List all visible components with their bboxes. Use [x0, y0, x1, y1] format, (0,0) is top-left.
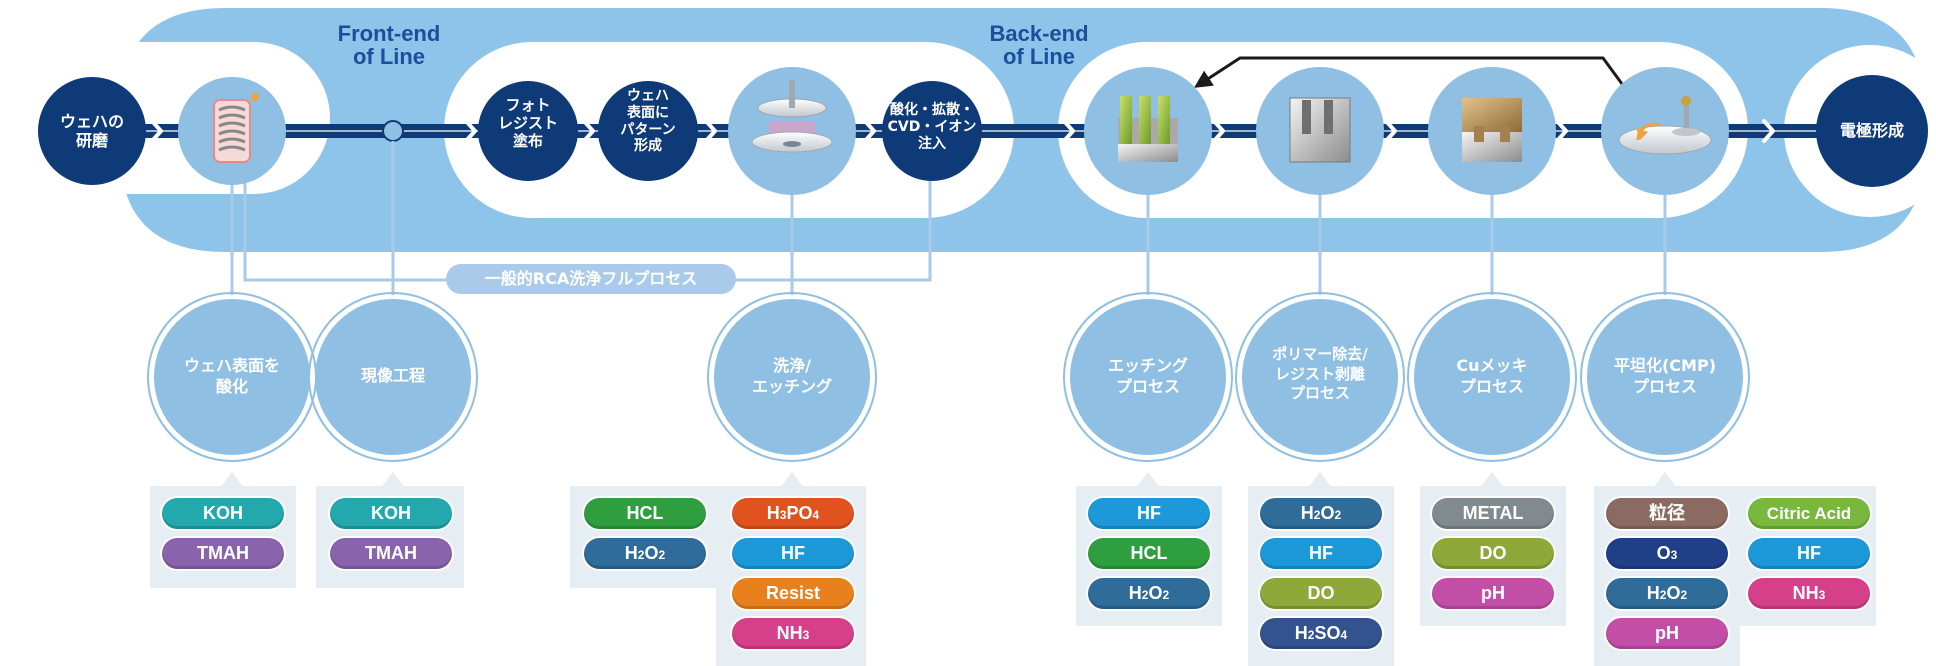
chip-clean-hf: HF	[732, 538, 854, 569]
step-electrode-label: 電極形成	[1839, 121, 1904, 140]
chip-clean-h3po4: H3PO4	[732, 498, 854, 529]
front-end-title: Front-end of Line	[337, 21, 441, 70]
chip-polymer-do: DO	[1260, 578, 1382, 609]
chip-cmp-nh3: NH3	[1748, 578, 1870, 609]
process-cmp-label: 平坦化(CMP) プロセス	[1613, 356, 1717, 396]
chip-cmp-particle: 粒径	[1606, 498, 1728, 529]
step-wafer-polish-circle	[38, 77, 146, 185]
etched-structure-icon	[1118, 96, 1178, 162]
chip-cmp-hf: HF	[1748, 538, 1870, 569]
process-circle-outlines	[147, 292, 1750, 462]
step-oxidation-label: 酸化・拡散・ CVD・イオン 注入	[887, 102, 977, 152]
process-cu-label: Cuメッキ プロセス	[1456, 356, 1528, 396]
chem-box-pointers	[220, 472, 1677, 488]
flow-arrows	[150, 119, 1775, 143]
process-oxidize-label: ウェハ表面を 酸化	[183, 356, 280, 396]
step-pattern-label: ウェハ 表面に パターン 形成	[620, 88, 676, 155]
chip-develop-tmah: TMAH	[330, 538, 452, 569]
chip-etching-h2o2: H2O2	[1088, 578, 1210, 609]
chip-oxidize-tmah: TMAH	[162, 538, 284, 569]
develop-junction-dot	[382, 120, 404, 142]
chip-clean-h2o2: H2O2	[584, 538, 706, 569]
copper-plated-structure-icon	[1462, 98, 1522, 162]
chip-oxidize-koh: KOH	[162, 498, 284, 529]
step-wafer-polish-label: ウェハの 研磨	[59, 112, 124, 151]
cmp-polisher-icon	[1618, 96, 1712, 155]
chip-cmp-citric: Citric Acid	[1748, 498, 1870, 529]
chip-cmp-h2o2: H2O2	[1606, 578, 1728, 609]
back-end-title: Back-end of Line	[989, 21, 1089, 70]
step-photoresist-label: フォト レジスト 塗布	[497, 96, 558, 150]
process-develop-label: 現像工程	[360, 366, 425, 385]
chip-clean-hcl: HCL	[584, 498, 706, 529]
chip-cu-do: DO	[1432, 538, 1554, 569]
trench-structure-icon	[1289, 97, 1351, 163]
chip-develop-koh: KOH	[330, 498, 452, 529]
process-clean-etch-label: 洗浄/ エッチング	[751, 356, 832, 396]
chip-etching-hcl: HCL	[1088, 538, 1210, 569]
process-etching-label: エッチング プロセス	[1107, 356, 1188, 396]
wafer-stack-icon	[213, 93, 259, 163]
step-photoresist-circle	[478, 81, 578, 181]
chip-cu-ph: pH	[1432, 578, 1554, 609]
chip-cmp-o3: O3	[1606, 538, 1728, 569]
chip-cmp-ph: pH	[1606, 618, 1728, 649]
step-electrode-circle	[1816, 75, 1928, 187]
rca-process-label: 一般的RCA洗浄フルプロセス	[446, 264, 736, 294]
chip-etching-hf: HF	[1088, 498, 1210, 529]
process-circles	[150, 295, 1747, 459]
step-pattern-circle	[598, 81, 698, 181]
chip-polymer-h2o2: H2O2	[1260, 498, 1382, 529]
chip-polymer-h2so4: H2SO4	[1260, 618, 1382, 649]
step-oxidation-circle	[882, 81, 982, 181]
chip-cu-metal: METAL	[1432, 498, 1554, 529]
chip-clean-nh3: NH3	[732, 618, 854, 649]
lithography-stage-icon	[751, 80, 833, 153]
chip-clean-resist: Resist	[732, 578, 854, 609]
repeat-loop-arrow	[1193, 56, 1627, 89]
process-polymer-label: ポリマー除去/ レジスト剥離 プロセス	[1272, 345, 1368, 402]
chip-polymer-hf: HF	[1260, 538, 1382, 569]
